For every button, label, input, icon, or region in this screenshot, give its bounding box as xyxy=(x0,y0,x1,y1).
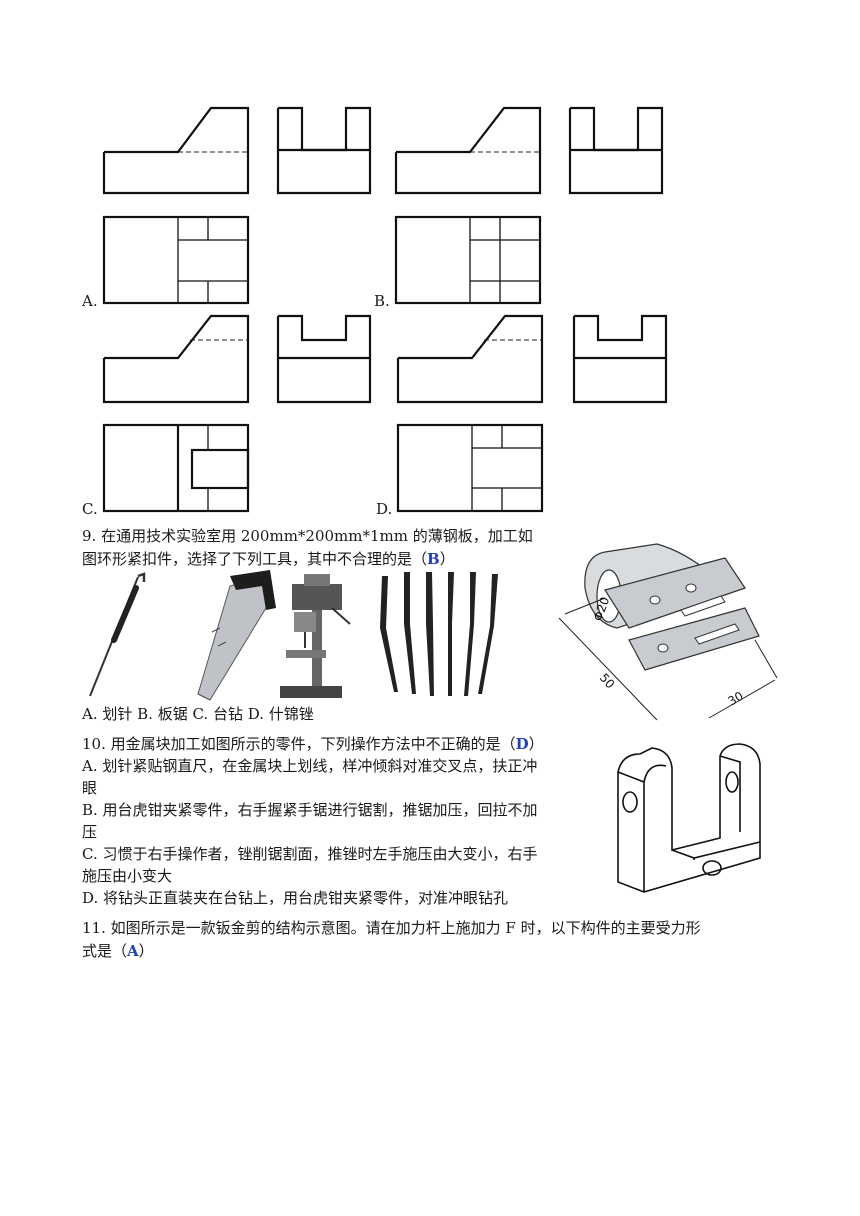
q10-answer: D xyxy=(515,735,529,753)
q8-option-d-views xyxy=(396,314,668,513)
q8-option-d-label[interactable]: D. xyxy=(376,500,393,518)
q10-option-a-line2: 眼 xyxy=(82,779,98,797)
needle-files-icon xyxy=(380,572,498,696)
q11-stem-post: ） xyxy=(138,942,154,960)
q9-dim-width: 30 xyxy=(726,689,746,709)
q8-option-b-views xyxy=(394,106,664,305)
q11-stem-line1: 11. 如图所示是一款钣金剪的结构示意图。请在加力杆上施加力 F 时，以下构件的… xyxy=(82,919,701,937)
q11-answer: A xyxy=(127,942,139,960)
q10-stem-pre: 10. 用金属块加工如图所示的零件，下列操作方法中不正确的是（ xyxy=(82,735,516,753)
panel-saw-icon xyxy=(197,570,276,701)
q10-option-c-line2: 施压由小变大 xyxy=(82,867,173,885)
q8-option-drawings xyxy=(102,106,668,513)
q9-stem-post: ） xyxy=(439,550,455,568)
q8-option-a-label[interactable]: A. xyxy=(82,292,98,310)
q10-option-c-line1[interactable]: C. 习惯于右手操作者，锉削锯割面，推锉时左手施压由大变小，右手 xyxy=(82,845,538,863)
q10-option-b-line1[interactable]: B. 用台虎钳夹紧零件，右手握紧手锯进行锯割，推锯加压，回拉不加 xyxy=(82,801,538,819)
q9-ring-clamp-diagram: Φ20 50 30 xyxy=(558,543,778,721)
q10-stem: 10. 用金属块加工如图所示的零件，下列操作方法中不正确的是（D） xyxy=(82,734,544,754)
bench-drill-icon xyxy=(280,574,351,698)
q11-stem-pre: 式是（ xyxy=(82,942,128,960)
q9-stem-line2: 图环形紧扣件，选择了下列工具，其中不合理的是（B） xyxy=(82,549,455,569)
q8-option-b-label[interactable]: B. xyxy=(374,292,390,310)
q10-option-d-line1[interactable]: D. 将钻头正直装夹在台钻上，用台虎钳夹紧零件，对准冲眼钻孔 xyxy=(82,889,509,907)
q10-stem-post: ） xyxy=(528,735,544,753)
q9-stem-pre: 图环形紧扣件，选择了下列工具，其中不合理的是（ xyxy=(82,550,428,568)
q9-stem-line1: 9. 在通用技术实验室用 200mm*200mm*1mm 的薄钢板，加工如 xyxy=(82,527,533,545)
q10-option-b-line2: 压 xyxy=(82,823,98,841)
q11-stem-line2: 式是（A） xyxy=(82,941,154,961)
q8-option-c-views xyxy=(102,314,372,513)
q9-dim-length: 50 xyxy=(597,671,618,692)
q9-tools-illustration xyxy=(89,570,498,701)
q10-option-a-line1[interactable]: A. 划针紧贴钢直尺，在金属块上划线，样冲倾斜对准交叉点，扶正冲 xyxy=(82,757,538,775)
q9-tools-caption: A. 划针 B. 板锯 C. 台钻 D. 什锦锉 xyxy=(82,705,314,723)
scriber-icon xyxy=(89,572,146,697)
q8-option-c-label[interactable]: C. xyxy=(82,500,98,518)
q8-option-a-views xyxy=(102,106,372,305)
q10-part-diagram xyxy=(617,743,761,893)
q9-answer: B xyxy=(427,550,440,568)
